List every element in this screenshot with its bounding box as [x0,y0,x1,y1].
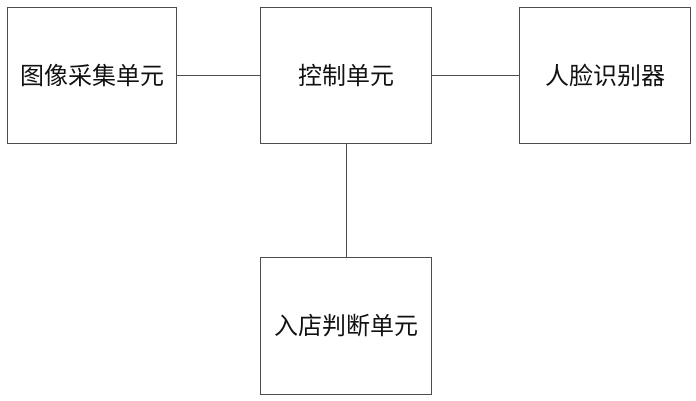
image-capture-unit-label: 图像采集单元 [12,59,172,93]
face-recognizer-box: 人脸识别器 [519,7,691,144]
connector-control-to-face-recognizer [432,75,519,76]
entry-judgment-unit-box: 入店判断单元 [260,257,432,395]
connector-control-to-entry-judgment [346,144,347,257]
entry-judgment-unit-label: 入店判断单元 [266,309,426,343]
control-unit-box: 控制单元 [260,7,432,144]
face-recognizer-label: 人脸识别器 [537,59,673,93]
connector-image-capture-to-control [177,75,260,76]
image-capture-unit-box: 图像采集单元 [7,7,177,144]
control-unit-label: 控制单元 [290,59,402,93]
